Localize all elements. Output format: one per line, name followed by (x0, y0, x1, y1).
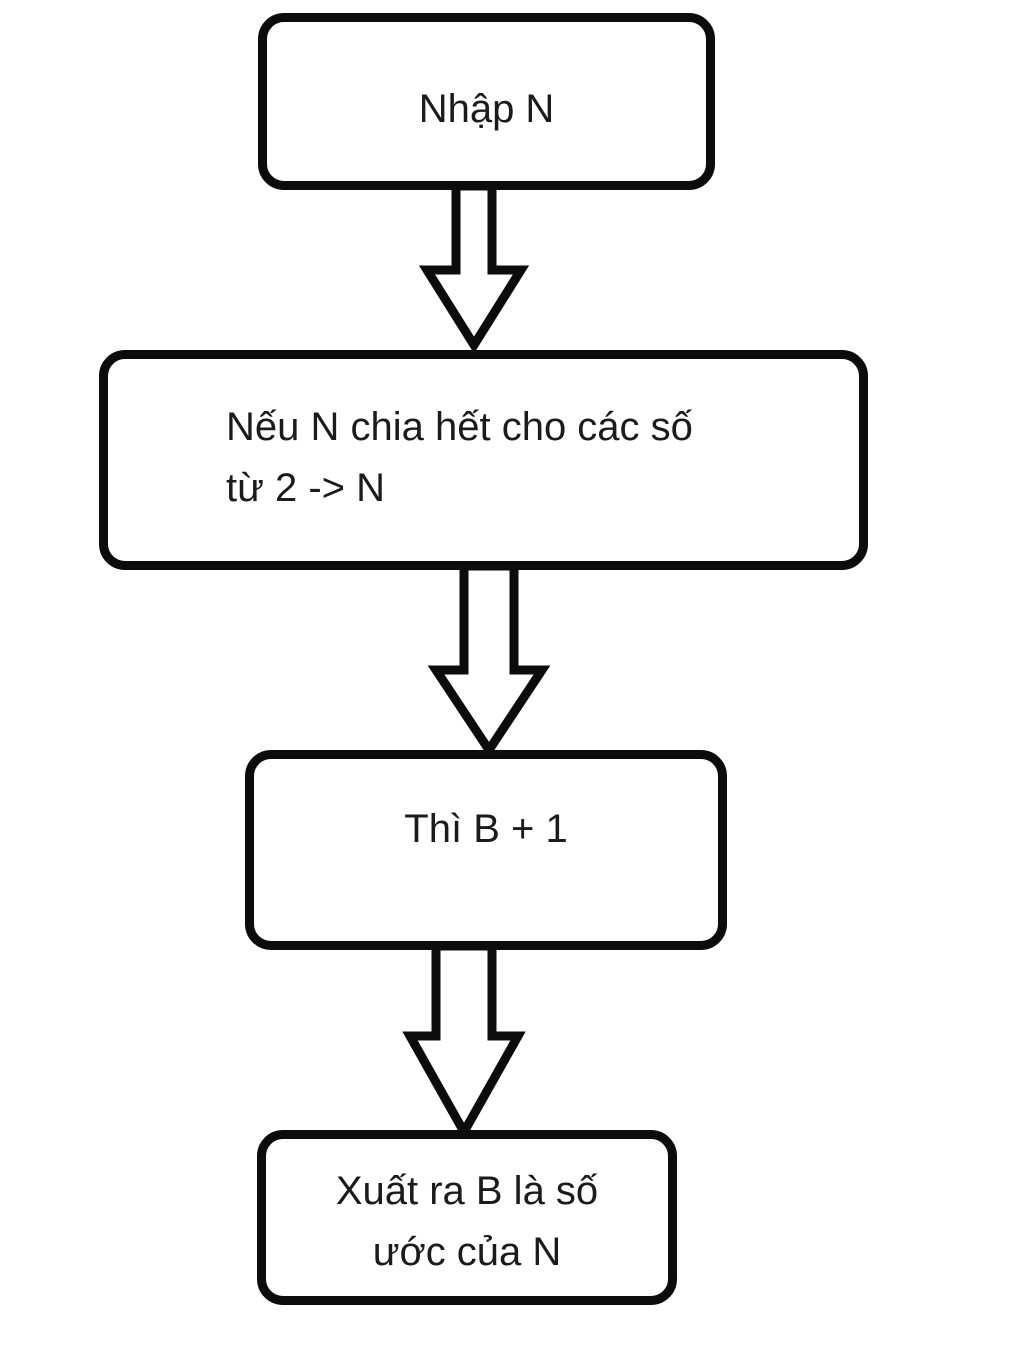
connector-arrow-condition-to-increment (427, 561, 551, 759)
node-increment-label: Thì B + 1 (404, 807, 568, 851)
flowchart-node-output[interactable]: Xuất ra B là số ước của N (257, 1130, 677, 1305)
flowchart-node-input[interactable]: Nhập N (258, 13, 715, 190)
flowchart-node-increment[interactable]: Thì B + 1 (245, 750, 727, 950)
flowchart-node-condition[interactable]: Nếu N chia hết cho các số từ 2 -> N (99, 350, 868, 570)
connector-arrow-input-to-condition (418, 181, 530, 354)
node-condition-label: Nếu N chia hết cho các số từ 2 -> N (226, 405, 693, 510)
node-input-label: Nhập N (418, 87, 555, 131)
node-output-label: Xuất ra B là số ước của N (335, 1169, 599, 1274)
connector-arrow-increment-to-output (402, 941, 526, 1142)
